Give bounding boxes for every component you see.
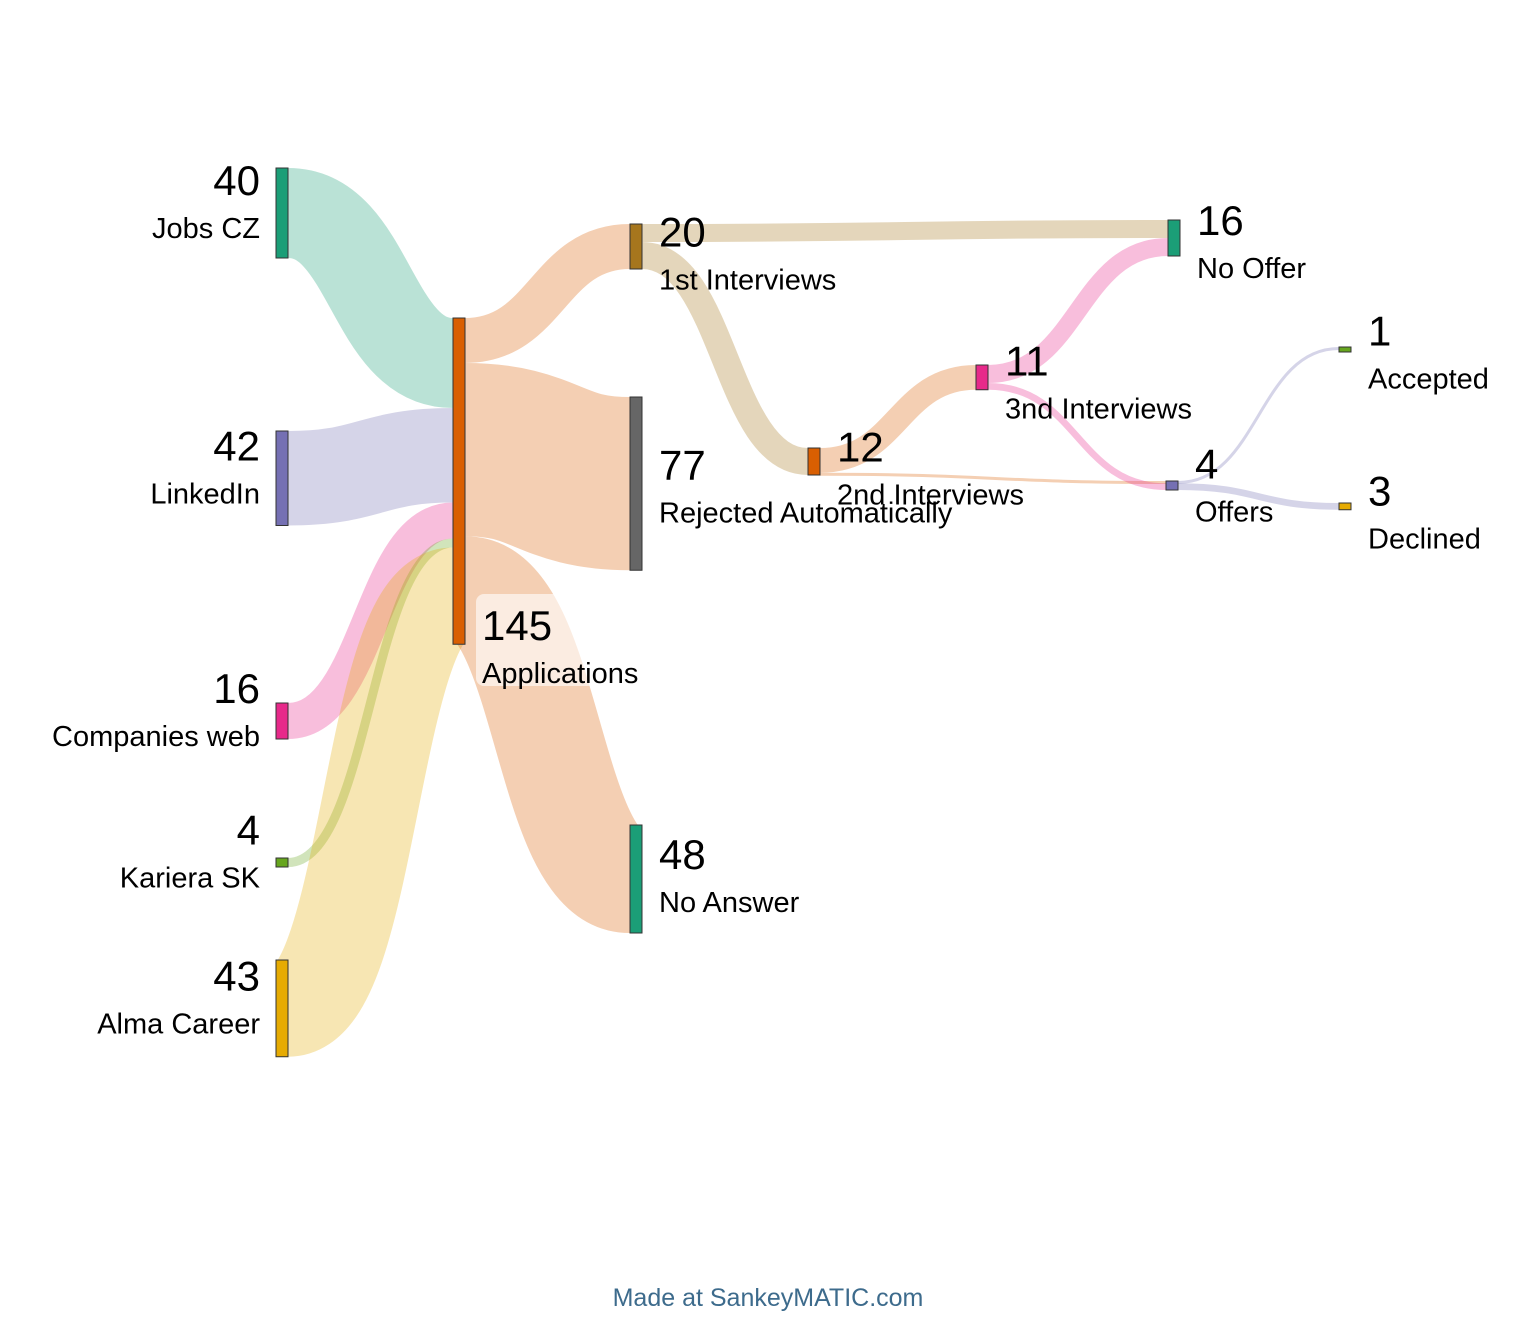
node-linkedin	[275, 430, 289, 526]
link-offers-to-accepted	[1177, 347, 1340, 484]
node-third-interviews	[975, 364, 989, 391]
node-declined	[1338, 502, 1352, 511]
node-no-answer	[629, 824, 643, 934]
link-alma-career-to-applications	[270, 547, 471, 1057]
link-second-interviews-to-offers	[819, 472, 1167, 484]
node-label-no-offer: No Offer	[1197, 253, 1306, 285]
node-value-linkedin: 42	[213, 422, 260, 469]
node-label-jobs-cz: Jobs CZ	[152, 213, 260, 245]
link-first-interviews-to-second-interviews	[640, 242, 810, 475]
node-label-rejected: Rejected Automatically	[659, 498, 953, 530]
node-companies-web	[275, 702, 289, 740]
node-value-no-offer: 16	[1197, 197, 1244, 244]
node-kariera-sk	[275, 857, 289, 868]
link-third-interviews-to-no-offer	[987, 238, 1169, 383]
node-label-accepted: Accepted	[1368, 364, 1489, 396]
link-companies-web-to-applications	[285, 502, 456, 739]
node-label-alma-career: Alma Career	[97, 1008, 260, 1040]
node-value-kariera-sk: 4	[237, 807, 260, 854]
link-linkedin-to-applications	[287, 408, 454, 526]
link-kariera-sk-to-applications	[287, 538, 454, 867]
node-label-declined: Declined	[1368, 523, 1481, 555]
node-value-second-interviews: 12	[837, 424, 884, 471]
node-label-kariera-sk: Kariera SK	[120, 863, 261, 895]
node-applications	[452, 317, 466, 645]
sankey-nodes	[275, 167, 1352, 1058]
link-second-interviews-to-third-interviews	[819, 365, 977, 473]
node-value-alma-career: 43	[213, 952, 260, 999]
node-label-linkedin: LinkedIn	[150, 478, 260, 510]
node-label-applications: Applications	[482, 658, 638, 690]
node-offers	[1165, 480, 1179, 491]
node-rejected	[629, 396, 643, 571]
node-value-applications: 145	[482, 602, 552, 649]
link-applications-to-first-interviews	[463, 224, 632, 363]
node-value-companies-web: 16	[213, 665, 260, 712]
node-label-second-interviews: 2nd Interviews	[837, 480, 1024, 512]
link-jobs-cz-to-applications	[283, 168, 458, 408]
node-value-third-interviews: 11	[1005, 337, 1049, 384]
node-value-rejected: 77	[659, 442, 706, 489]
node-second-interviews	[807, 447, 821, 476]
node-alma-career	[275, 959, 289, 1058]
node-value-jobs-cz: 40	[213, 157, 260, 204]
node-first-interviews	[629, 223, 643, 270]
node-label-no-answer: No Answer	[659, 887, 800, 919]
node-value-first-interviews: 20	[659, 209, 706, 256]
node-value-declined: 3	[1368, 467, 1391, 514]
node-jobs-cz	[275, 167, 289, 259]
node-label-third-interviews: 3nd Interviews	[1005, 393, 1192, 425]
link-first-interviews-to-no-offer	[641, 220, 1169, 242]
node-no-offer	[1167, 219, 1181, 257]
link-third-interviews-to-offers	[987, 383, 1167, 490]
node-value-offers: 4	[1195, 441, 1218, 488]
sankey-links	[270, 168, 1340, 1057]
node-label-first-interviews: 1st Interviews	[659, 265, 836, 297]
node-value-no-answer: 48	[659, 831, 706, 878]
credit-text: Made at SankeyMATIC.com	[613, 1284, 924, 1312]
node-accepted	[1338, 346, 1352, 353]
node-value-accepted: 1	[1368, 308, 1391, 355]
node-label-offers: Offers	[1195, 497, 1273, 529]
link-applications-to-rejected	[462, 363, 633, 571]
label-bg-applications	[476, 594, 644, 686]
node-label-companies-web: Companies web	[52, 721, 260, 753]
link-offers-to-declined	[1177, 483, 1340, 510]
